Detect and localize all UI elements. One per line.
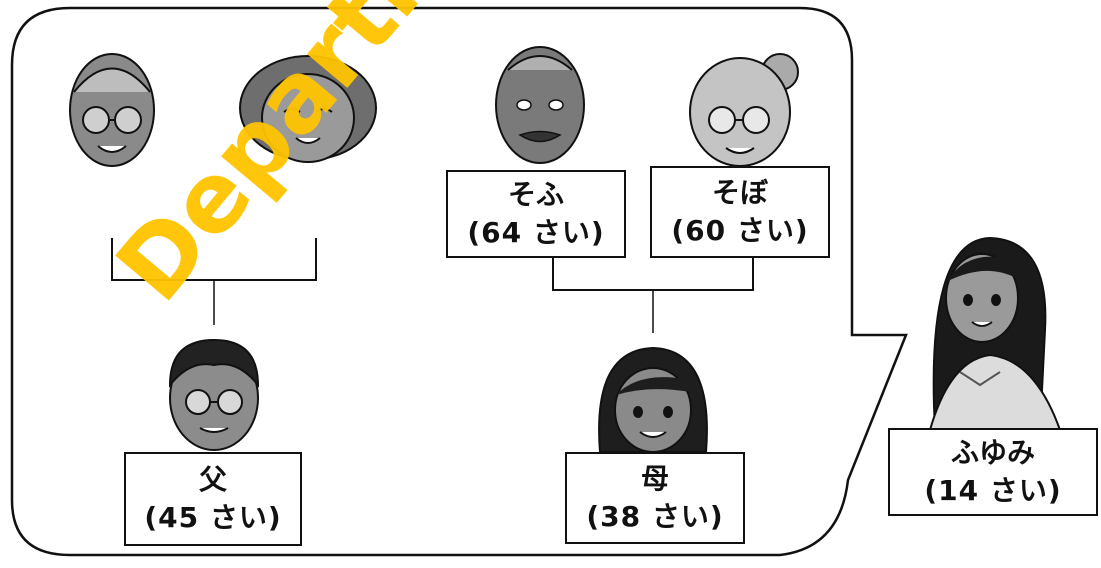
paternal-grandparents-connector bbox=[111, 238, 317, 281]
sofu-label-box: そふ (64 さい) bbox=[446, 170, 626, 258]
sobo-name: そぼ bbox=[711, 176, 768, 210]
chichi-label-box: 父 (45 さい) bbox=[124, 452, 302, 546]
sobo-label-box: そぼ (60 さい) bbox=[650, 166, 830, 258]
paternal-grandfather-portrait bbox=[69, 53, 155, 167]
chichi-name: 父 bbox=[198, 463, 227, 497]
maternal-grandmother-portrait bbox=[689, 53, 799, 167]
haha-age: (38 さい) bbox=[586, 500, 724, 533]
father-portrait bbox=[168, 338, 260, 451]
speech-bubble-frame bbox=[10, 6, 908, 557]
sofu-name: そふ bbox=[507, 178, 564, 212]
haha-label-box: 母 (38 さい) bbox=[565, 452, 745, 544]
maternal-grandfather-portrait bbox=[495, 46, 585, 164]
fuyumi-label-box: ふゆみ (14 さい) bbox=[888, 428, 1098, 516]
chichi-age: (45 さい) bbox=[144, 501, 282, 534]
sofu-age: (64 さい) bbox=[467, 216, 605, 249]
fuyumi-age: (14 さい) bbox=[924, 474, 1062, 507]
mother-portrait bbox=[598, 346, 708, 453]
sobo-age: (60 さい) bbox=[671, 214, 809, 247]
maternal-grandparents-connector bbox=[552, 258, 754, 291]
haha-name: 母 bbox=[640, 462, 669, 496]
paternal-grandmother-portrait bbox=[239, 55, 377, 163]
fuyumi-portrait bbox=[928, 236, 1062, 431]
fuyumi-name: ふゆみ bbox=[950, 436, 1035, 470]
